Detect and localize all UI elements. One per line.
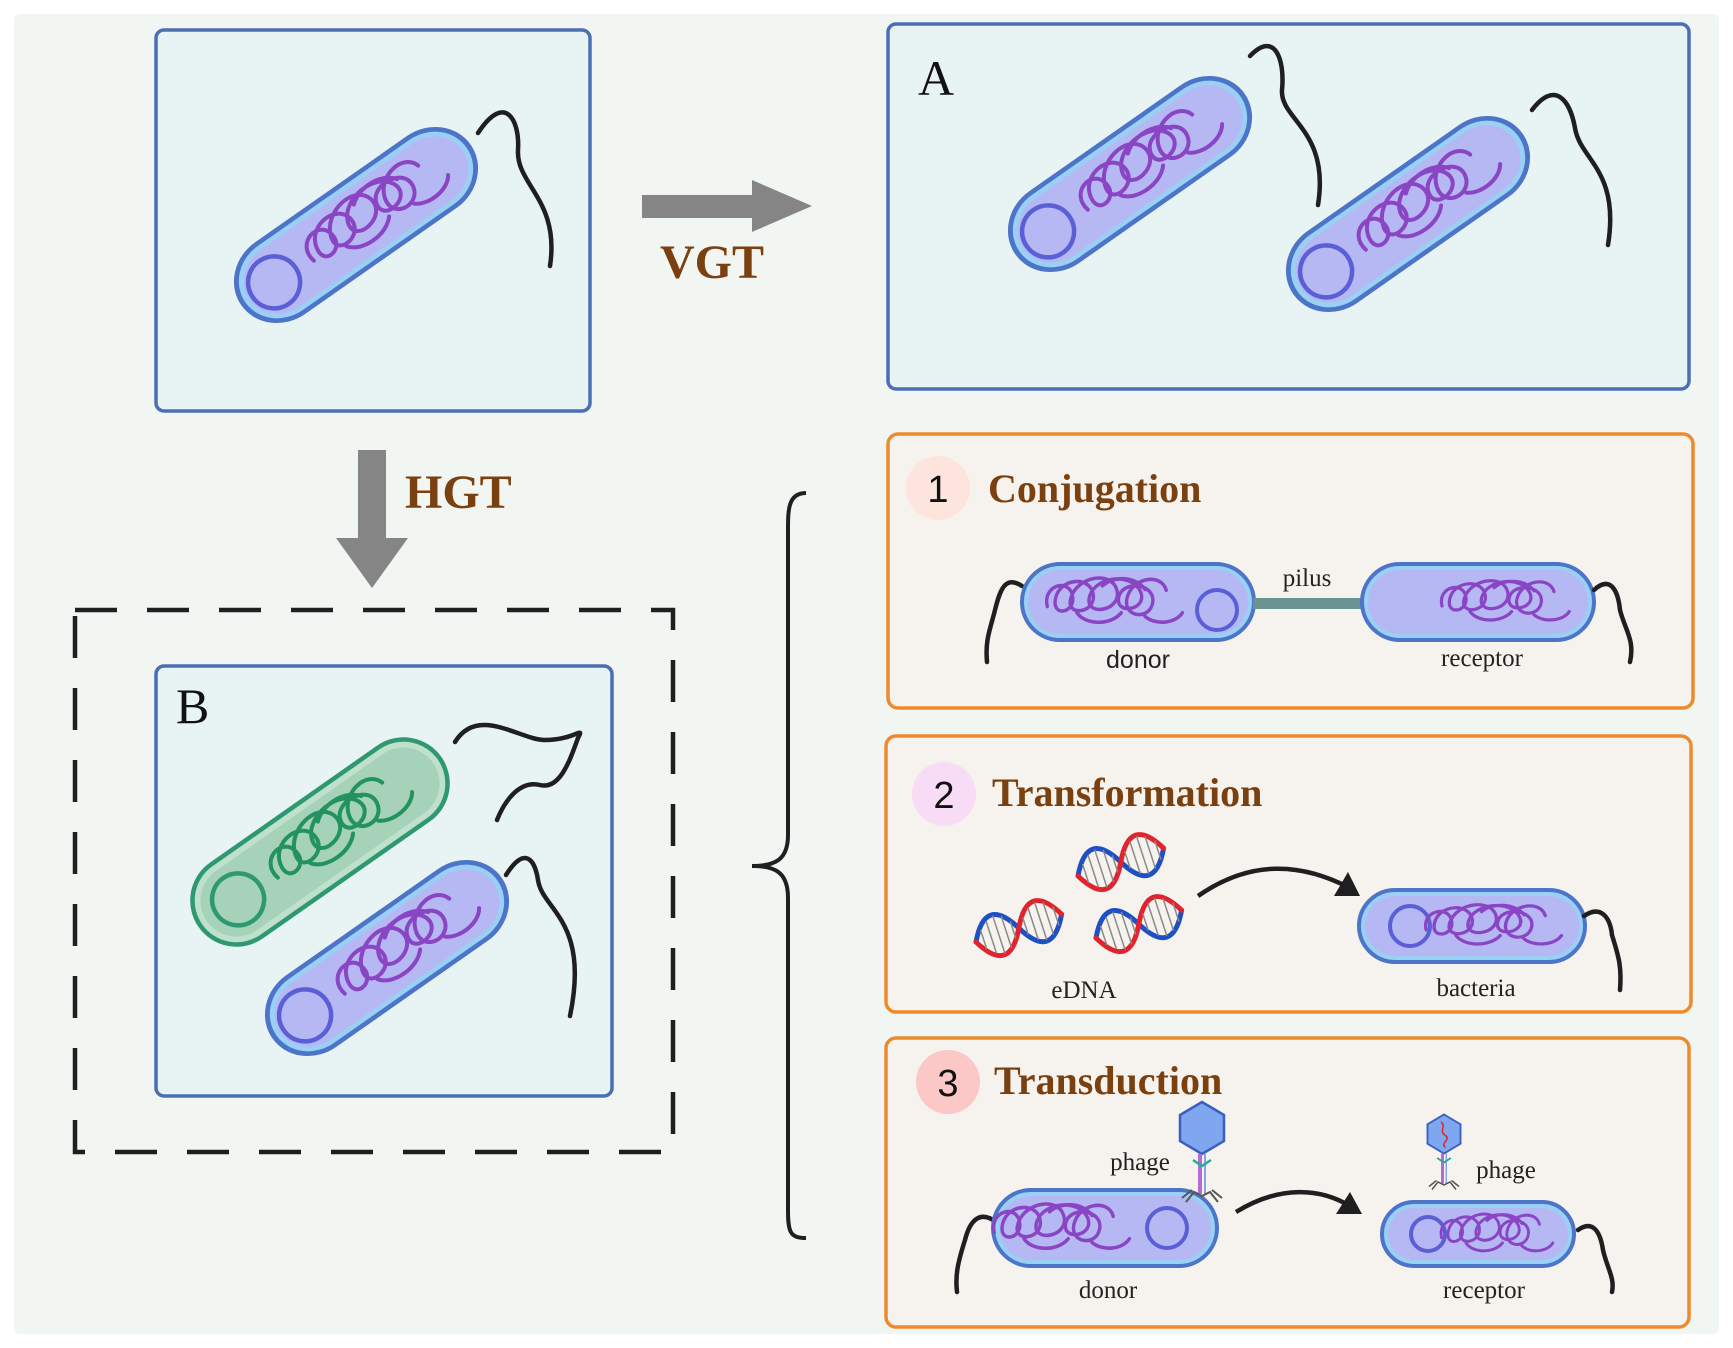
origin-bacterium <box>220 112 493 338</box>
transduction-arrow <box>1234 1189 1352 1214</box>
transformation-bacteria-cell <box>1357 888 1587 964</box>
vgt-arrow <box>642 180 812 232</box>
transformation-title: Transformation <box>992 770 1262 815</box>
conjugation-title: Conjugation <box>988 466 1201 511</box>
transformation-arrow <box>1196 866 1352 898</box>
edna-label: eDNA <box>1051 977 1116 1004</box>
transduction-title: Transduction <box>994 1058 1222 1103</box>
phage-right-label: phage <box>1476 1157 1536 1184</box>
transformation-badge <box>912 762 976 826</box>
brace <box>751 491 807 1240</box>
daughter-bacterium-1 <box>994 61 1267 287</box>
conjugation-badge <box>906 456 970 520</box>
transduction-arrowhead <box>1336 1192 1362 1214</box>
conjugation-receptor-cell <box>1360 562 1596 642</box>
conjugation-donor-cell <box>1020 562 1256 642</box>
flagellum <box>452 722 583 823</box>
hgt-label: HGT <box>405 466 512 519</box>
hgt-dashed-frame <box>72 607 676 1155</box>
flagellum <box>1247 43 1322 208</box>
transduction-number: 3 <box>937 1063 958 1105</box>
flagellum <box>1581 909 1623 993</box>
vgt-label: VGT <box>660 236 764 289</box>
recipient-bacterium-green <box>190 737 450 947</box>
flagellum <box>1529 93 1613 248</box>
flagellum <box>1591 581 1634 665</box>
pilus <box>1253 598 1361 609</box>
donor-bacterium-purple <box>251 845 524 1071</box>
phage-left-label: phage <box>1110 1149 1170 1176</box>
transformation-arrowhead <box>1334 872 1360 896</box>
conjugation-donor-label: donor <box>1106 646 1170 674</box>
flagellum <box>475 110 554 269</box>
panel-b-label: B <box>176 678 209 734</box>
bacteria-label: bacteria <box>1436 975 1515 1002</box>
panel-a <box>886 22 1691 391</box>
flagellum <box>984 580 1025 665</box>
flagellum <box>503 855 577 1019</box>
transduction-badge <box>916 1050 980 1114</box>
hgt-arrow <box>336 450 408 588</box>
transduction-donor-cell <box>991 1188 1219 1268</box>
panel-b <box>154 664 614 1098</box>
flagellum <box>954 1214 999 1295</box>
transduction-receptor-cell <box>1380 1200 1576 1268</box>
transduction-receptor-label: receptor <box>1443 1277 1526 1304</box>
conjugation-number: 1 <box>927 469 948 511</box>
panel-a-label: A <box>918 50 954 106</box>
phage-receptor <box>1426 1113 1462 1191</box>
transformation-number: 2 <box>933 775 954 817</box>
daughter-bacterium-2 <box>1272 101 1545 327</box>
transduction-donor-label: donor <box>1079 1277 1138 1304</box>
conjugation-receptor-label: receptor <box>1441 645 1524 672</box>
flagellum <box>1575 1223 1615 1295</box>
pilus-label: pilus <box>1283 565 1332 592</box>
